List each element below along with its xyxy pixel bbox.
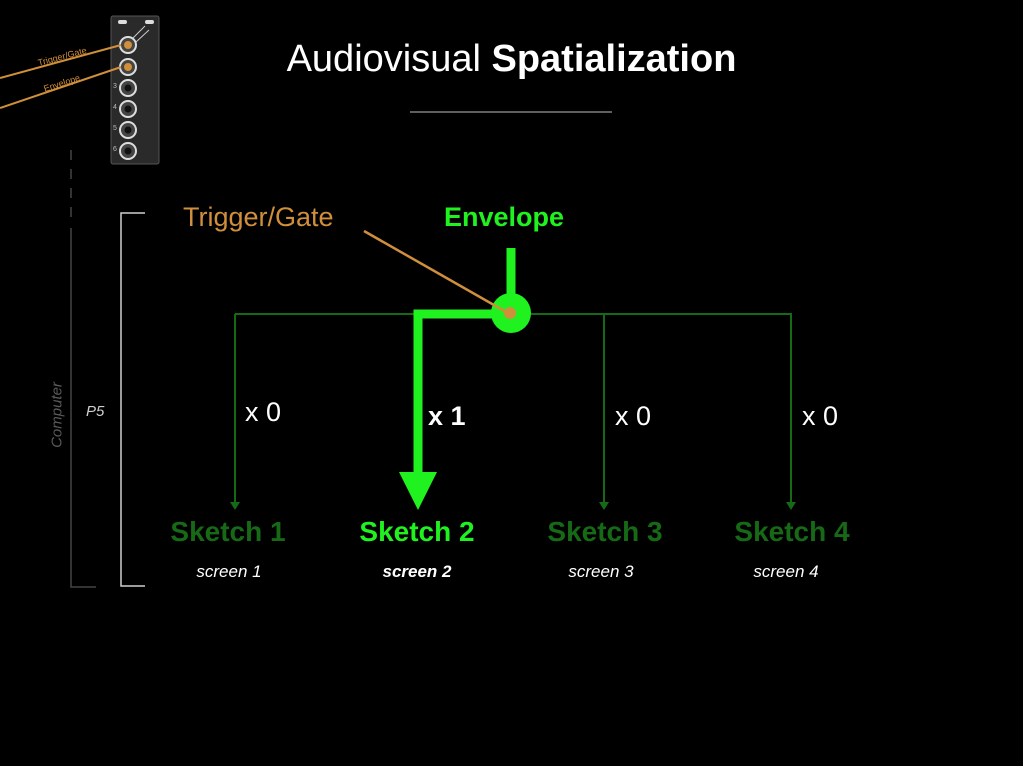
computer-bracket: [70, 228, 96, 588]
active-route-line: [413, 309, 511, 474]
jack-number-6: 6: [113, 146, 117, 153]
sketch-2-label: Sketch 2: [359, 516, 475, 547]
route-arrow-3: [599, 502, 609, 510]
module-logo-icon: [130, 25, 150, 43]
inactive-routes: [234, 313, 792, 502]
computer-label: Computer: [48, 382, 66, 448]
jack-2-plug: [124, 63, 132, 71]
multiplier-1: x 0: [245, 397, 282, 427]
trigger-gate-label: Trigger/Gate: [183, 202, 334, 232]
p5-label: P5: [86, 403, 105, 420]
jack-1-plug: [124, 41, 132, 49]
title-underline: [410, 111, 612, 113]
jack-number-3: 3: [113, 83, 117, 90]
title-light: Audiovisual: [286, 38, 481, 80]
route-arrow-4: [786, 502, 796, 510]
trigger-node: [504, 307, 516, 319]
envelope-cable: [0, 66, 122, 109]
envelope-label: Envelope: [444, 202, 565, 232]
route-arrow-1: [230, 502, 240, 510]
eurorack-module: [110, 15, 160, 165]
page-title: Audiovisual Spatialization: [0, 38, 1023, 81]
sketch-4-label: Sketch 4: [734, 516, 850, 547]
active-route-arrow: [399, 472, 437, 510]
multiplier-4: x 0: [802, 401, 839, 431]
jack-number-4: 4: [113, 104, 117, 111]
sketch-1-label: Sketch 1: [170, 516, 286, 547]
p5-bracket: [120, 212, 145, 587]
trigger-cable: [0, 44, 122, 79]
title-bold: Spatialization: [491, 38, 737, 80]
module-screw-right: [145, 20, 154, 24]
jack-number-5: 5: [113, 125, 117, 132]
module-screw-left: [118, 20, 127, 24]
sketch-3-label: Sketch 3: [547, 516, 663, 547]
screen-3-label: screen 3: [568, 562, 634, 581]
screen-2-label: screen 2: [382, 562, 452, 581]
multiplier-3: x 0: [615, 401, 652, 431]
multiplier-2: x 1: [428, 401, 466, 431]
screen-4-label: screen 4: [753, 562, 819, 581]
trigger-line: [363, 229, 509, 315]
screen-1-label: screen 1: [196, 562, 262, 581]
